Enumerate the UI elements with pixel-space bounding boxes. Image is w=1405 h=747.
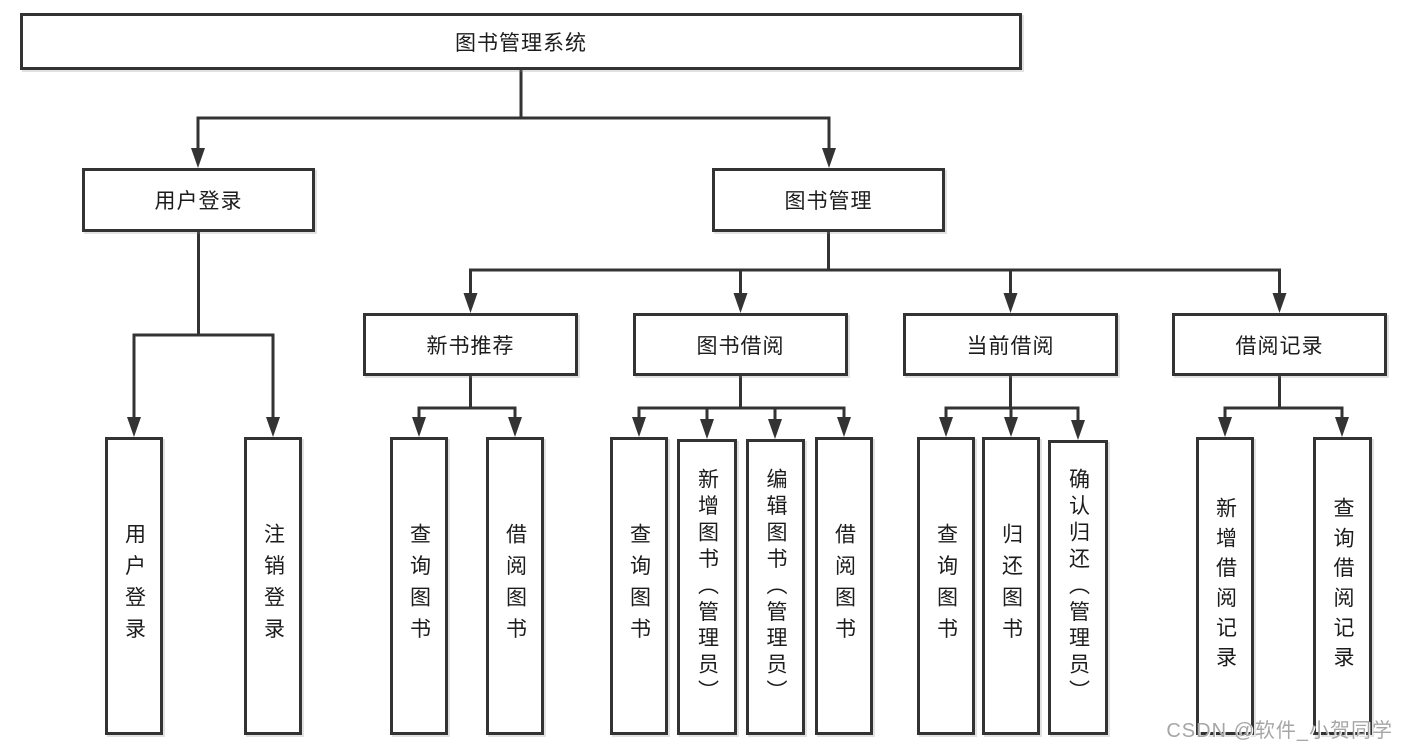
node-label: 新增借阅记录: [1213, 496, 1237, 676]
node-label: 借阅图书: [503, 523, 527, 649]
leaf-cb-confirm-return-admin: 确认归还（管理员）: [1048, 440, 1108, 735]
node-label: 借阅记录: [1235, 334, 1324, 358]
node-label: 当前借阅: [966, 334, 1055, 358]
node-label: 归还图书: [999, 523, 1023, 649]
csdn-watermark: CSDN @软件_小贺同学: [1166, 720, 1393, 742]
node-borrowing-records: 借阅记录: [1172, 313, 1387, 376]
leaf-br-add-record: 新增借阅记录: [1196, 437, 1254, 735]
node-label: 编辑图书（管理员）: [764, 467, 787, 707]
node-library-system: 图书管理系统: [20, 13, 1022, 70]
leaf-bb-add-book-admin: 新增图书（管理员）: [677, 439, 737, 735]
node-label: 查询借阅记录: [1331, 496, 1354, 676]
node-label: 新书推荐: [426, 334, 515, 358]
node-label: 借阅图书: [832, 523, 856, 649]
node-label: 用户登录: [122, 523, 146, 649]
node-label: 注销登录: [261, 523, 285, 649]
node-label: 图书管理系统: [455, 31, 587, 55]
node-label: 查询图书: [934, 523, 958, 649]
node-label: 用户登录: [154, 190, 243, 213]
node-label: 图书借阅: [696, 334, 785, 358]
leaf-bb-edit-book-admin: 编辑图书（管理员）: [746, 439, 805, 735]
node-new-book-recommend: 新书推荐: [363, 313, 578, 376]
leaf-br-query-record: 查询借阅记录: [1313, 437, 1372, 735]
leaf-user-login: 用户登录: [105, 437, 163, 735]
node-label: 新增图书（管理员）: [695, 467, 719, 707]
leaf-nbr-borrow-book: 借阅图书: [486, 437, 544, 735]
leaf-nbr-query-book: 查询图书: [390, 437, 448, 735]
node-current-borrowing: 当前借阅: [903, 313, 1118, 376]
leaf-bb-query-book: 查询图书: [610, 437, 668, 735]
leaf-logout: 注销登录: [244, 437, 302, 735]
node-book-borrowing: 图书借阅: [633, 313, 848, 376]
node-user-login: 用户登录: [82, 168, 315, 232]
arrowheads: [127, 148, 1349, 440]
node-label: 查询图书: [627, 523, 651, 649]
node-label: 图书管理: [784, 190, 873, 213]
leaf-cb-query-book: 查询图书: [917, 437, 975, 735]
node-book-management: 图书管理: [712, 168, 945, 232]
node-label: 查询图书: [407, 523, 431, 649]
leaf-bb-borrow-book: 借阅图书: [815, 437, 873, 735]
leaf-cb-return-book: 归还图书: [982, 437, 1040, 735]
node-label: 确认归还（管理员）: [1066, 468, 1090, 707]
